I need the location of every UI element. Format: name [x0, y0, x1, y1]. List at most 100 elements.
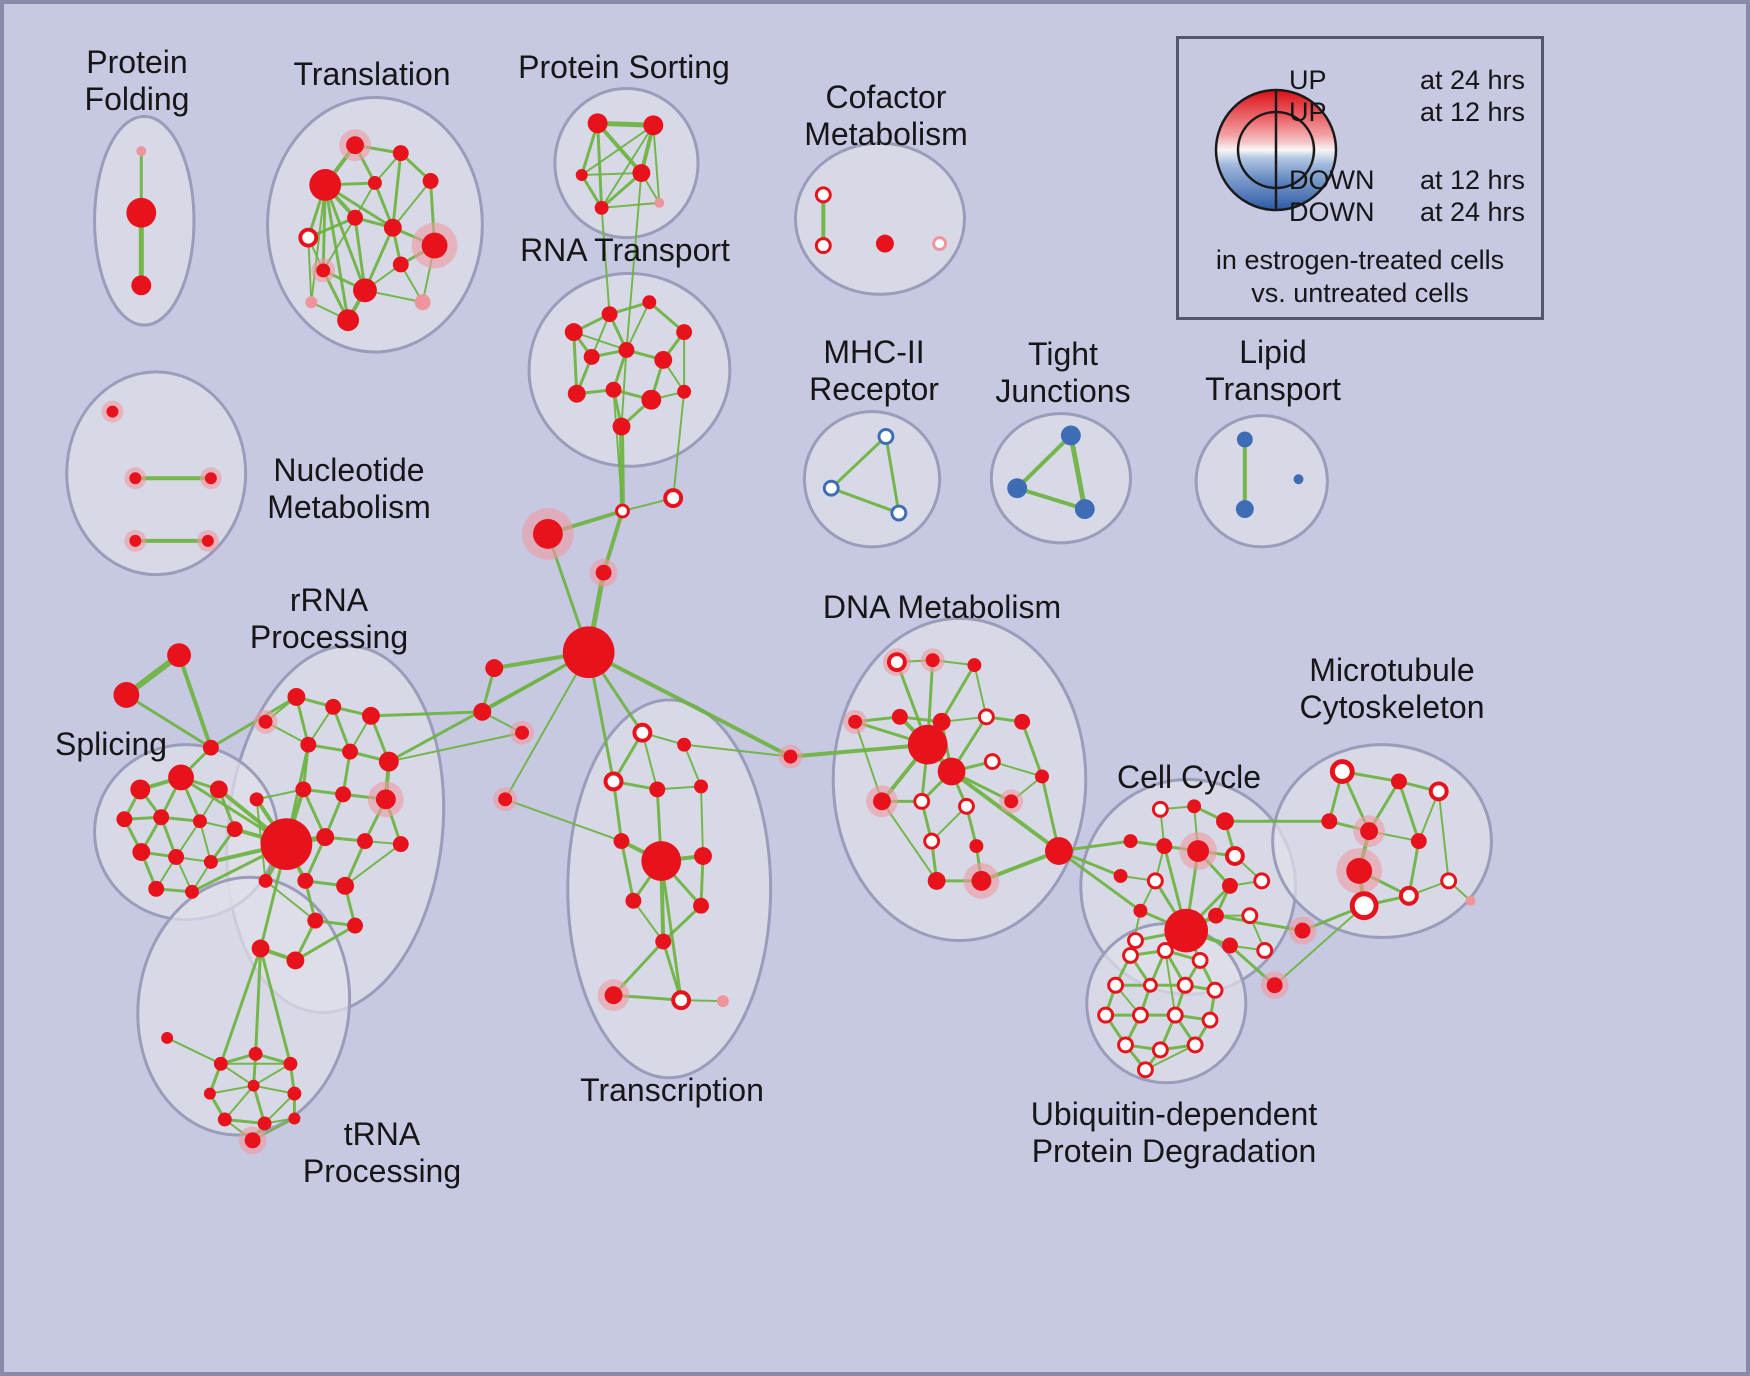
network-node-ps6 — [654, 197, 665, 208]
legend-time: at 12 hrs — [1419, 165, 1525, 195]
network-node-nm4 — [129, 534, 142, 547]
network-edge — [387, 731, 524, 763]
network-node-lt2 — [1235, 500, 1254, 518]
network-node-tr13 — [337, 309, 360, 332]
network-edge — [263, 1092, 296, 1125]
network-node-cc11 — [1253, 872, 1271, 890]
network-node-mt6 — [1410, 833, 1427, 850]
network-node-tp5 — [283, 1056, 298, 1071]
network-node-rr17 — [258, 873, 273, 888]
network-node-rr5 — [300, 736, 317, 753]
legend-row-up-12: UP at 12 hrs — [1179, 97, 1541, 128]
network-node-cc10 — [1221, 877, 1238, 894]
network-edge — [1273, 904, 1366, 987]
network-node-nm2 — [129, 472, 142, 485]
network-node-dm20 — [1035, 769, 1049, 784]
network-node-rt1 — [564, 323, 583, 342]
network-node-sp5 — [153, 809, 170, 826]
network-node-ub5 — [1142, 977, 1158, 993]
network-node-rt6 — [618, 342, 635, 358]
network-node-rt9 — [605, 381, 622, 398]
network-svg — [65, 87, 1493, 1155]
network-node-cc4 — [1123, 834, 1138, 849]
legend-row-up-24: UP at 24 hrs — [1179, 65, 1541, 96]
cluster-transcription — [566, 698, 773, 1080]
legend-row-down-24: DOWN at 24 hrs — [1179, 197, 1541, 228]
network-edge — [683, 743, 792, 758]
cluster-tight-junctions — [989, 412, 1132, 545]
network-node-cc13 — [1164, 908, 1209, 953]
network-node-tc13 — [671, 990, 692, 1011]
network-node-sp11 — [148, 880, 165, 897]
network-node-cc15 — [1241, 907, 1259, 925]
network-edge — [177, 653, 213, 750]
network-node-tc14 — [716, 995, 729, 1008]
network-node-tr9 — [316, 263, 331, 278]
network-node-ub11 — [1201, 1011, 1219, 1029]
network-node-tc3 — [603, 771, 624, 792]
network-edge — [829, 486, 901, 515]
network-edge — [600, 201, 661, 209]
network-node-tc2 — [677, 737, 692, 752]
network-node-ub4 — [1107, 976, 1125, 994]
network-node-c1 — [615, 503, 630, 519]
network-node-tp1 — [251, 939, 270, 958]
legend-term: DOWN — [1289, 165, 1375, 195]
network-node-n3 — [515, 725, 530, 740]
network-edge — [307, 236, 313, 304]
network-node-cc2 — [1187, 799, 1202, 814]
network-node-nm3 — [204, 472, 217, 485]
network-node-cc3 — [1216, 812, 1234, 831]
network-node-tj3 — [1074, 499, 1095, 519]
legend-term: DOWN — [1289, 197, 1375, 227]
network-edge — [880, 800, 938, 882]
network-node-tp10 — [257, 1116, 272, 1131]
network-edge — [264, 879, 317, 922]
network-node-tr12 — [305, 296, 318, 309]
network-node-dm5 — [891, 708, 908, 725]
network-node-rr10 — [375, 789, 396, 810]
network-edge — [572, 331, 628, 351]
network-edge — [331, 705, 352, 754]
network-edge — [580, 172, 643, 176]
network-node-rr12 — [316, 828, 335, 847]
network-node-ps4 — [632, 164, 651, 182]
network-node-rr13 — [357, 833, 373, 850]
network-node-rr15 — [297, 872, 314, 889]
network-node-hub0 — [562, 626, 615, 679]
network-node-ub15 — [1136, 1061, 1154, 1079]
legend-term: UP — [1289, 65, 1327, 95]
network-node-tr2 — [346, 136, 364, 155]
network-node-tj2 — [1007, 478, 1028, 499]
network-node-x3 — [202, 739, 219, 756]
network-node-dm3 — [967, 658, 982, 673]
network-node-cc14 — [1208, 907, 1224, 924]
network-edge — [323, 183, 350, 322]
network-node-rt3 — [642, 295, 657, 310]
network-node-c2 — [663, 488, 684, 509]
network-node-sp6 — [192, 814, 207, 829]
network-node-sp12 — [185, 884, 199, 899]
network-edge — [504, 798, 623, 843]
network-edge — [344, 843, 402, 887]
network-node-tc8 — [694, 847, 712, 865]
network-edge — [252, 1062, 292, 1087]
network-node-sp1 — [130, 779, 151, 800]
network-node-n4 — [783, 749, 798, 764]
network-node-nm5 — [201, 534, 214, 547]
network-edge — [1214, 914, 1304, 933]
network-node-mt5 — [1360, 822, 1379, 841]
network-node-ps2 — [643, 115, 664, 136]
network-node-ub2 — [1156, 942, 1174, 959]
network-edge — [788, 742, 930, 759]
network-node-dm2 — [925, 653, 940, 668]
network-edge — [1015, 433, 1073, 491]
network-node-rr19 — [347, 917, 363, 934]
network-edge — [323, 183, 367, 292]
network-node-dm7 — [977, 708, 995, 726]
network-node-mt3 — [1428, 781, 1449, 802]
network-edge — [1397, 779, 1421, 843]
network-node-b2 — [1266, 977, 1283, 994]
network-edge — [254, 946, 263, 1056]
network-edge — [659, 859, 683, 1002]
